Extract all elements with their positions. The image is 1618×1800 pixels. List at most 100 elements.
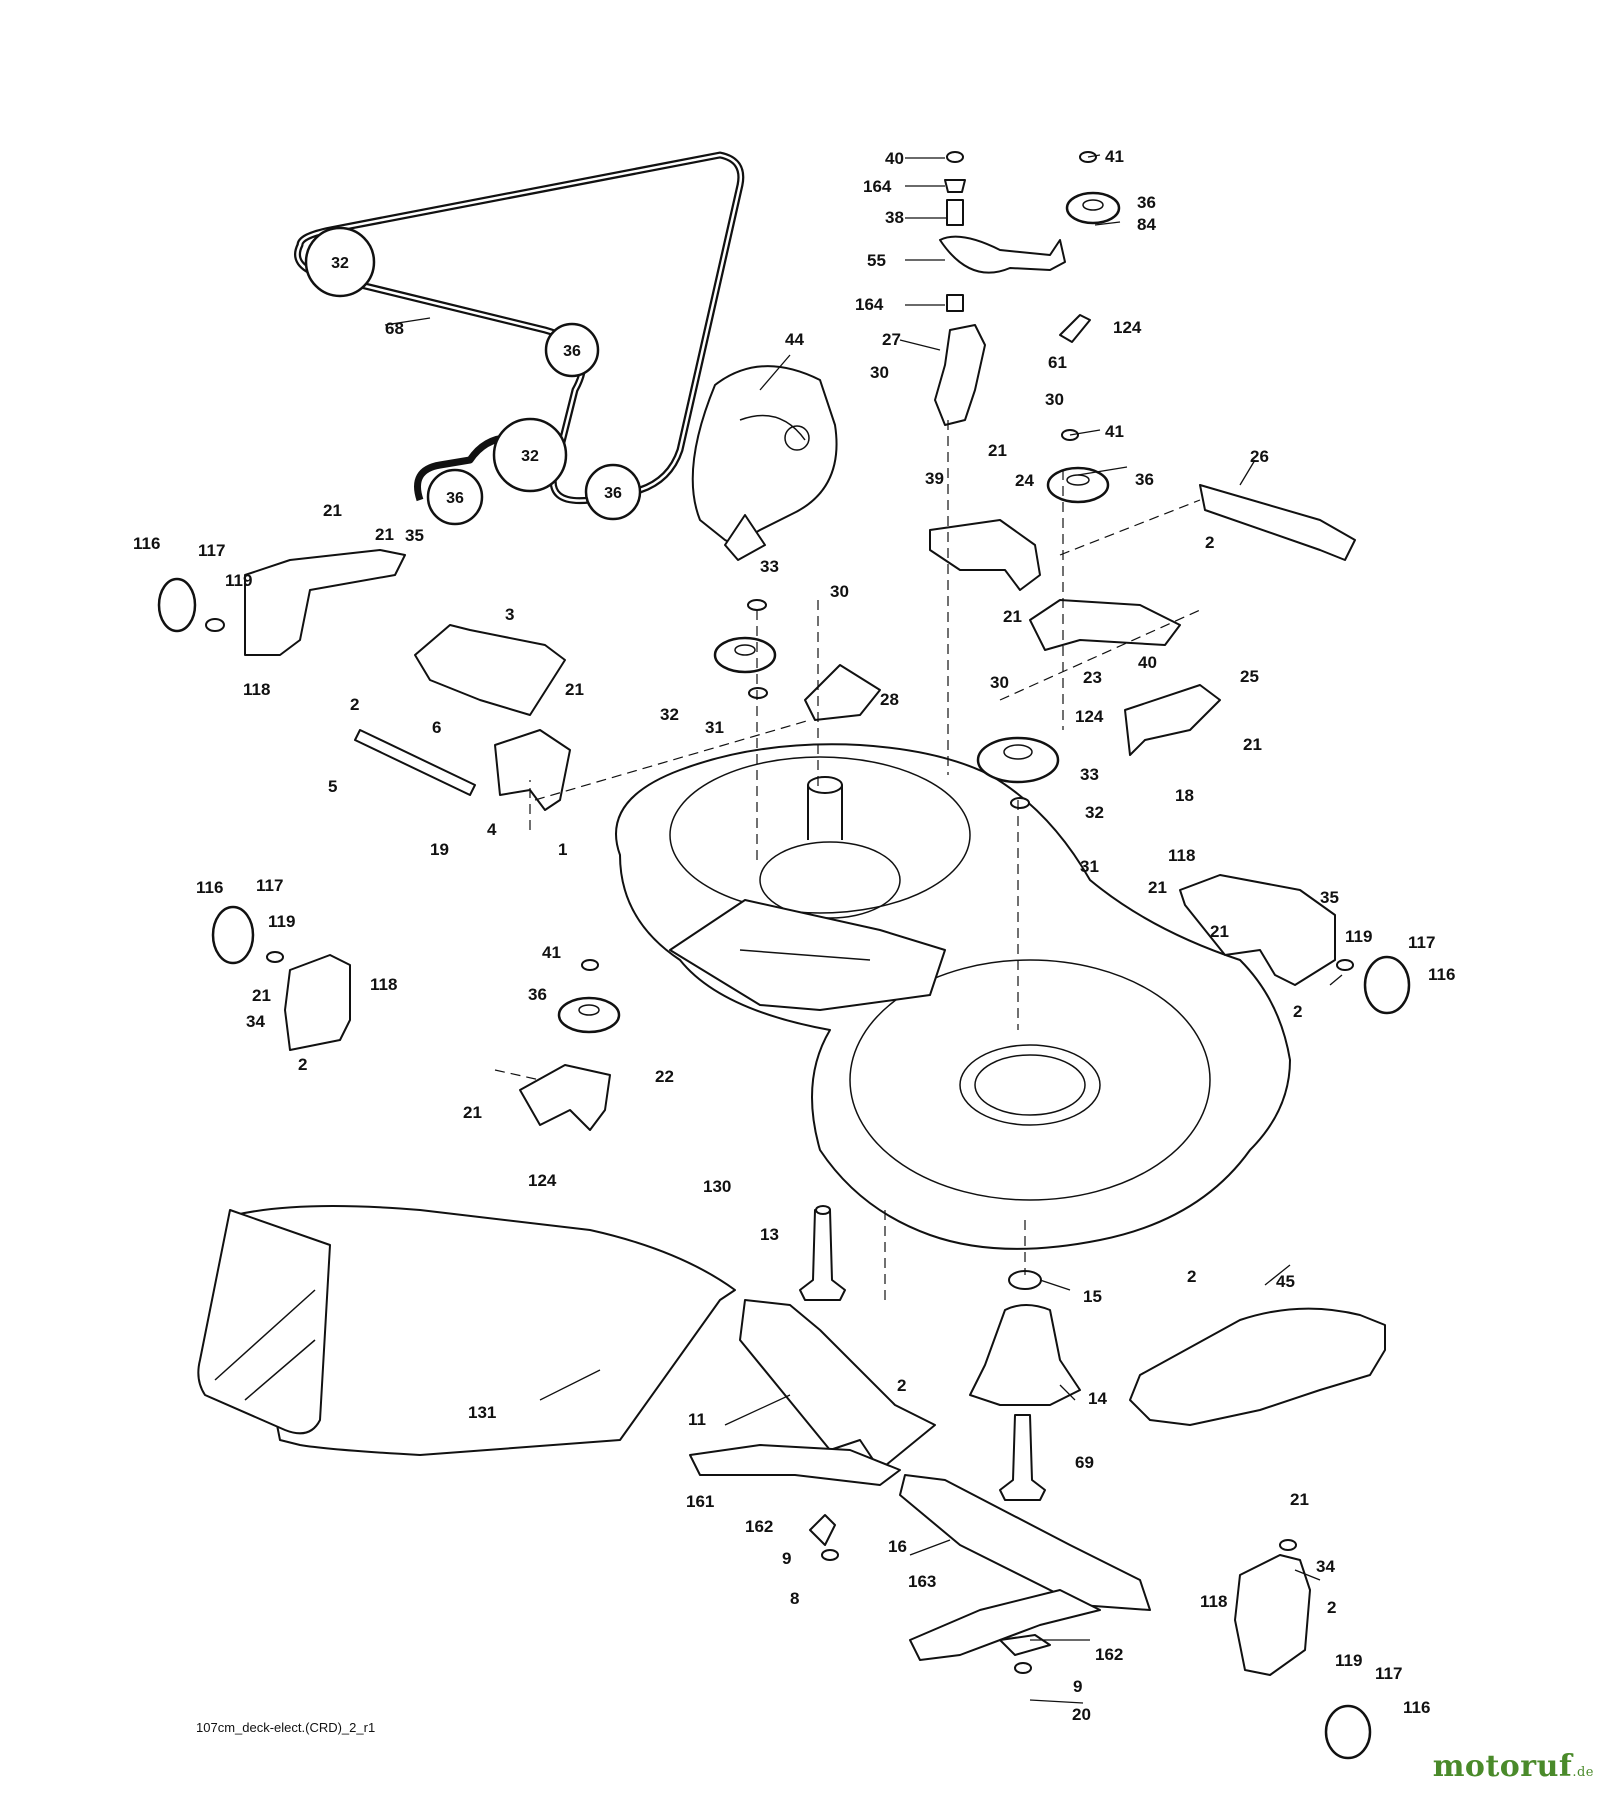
- belt-label-32-center: 32: [521, 448, 539, 465]
- callout-117-d: 117: [1375, 1664, 1402, 1683]
- callout-164-mid: 164: [855, 295, 884, 314]
- callout-116-a: 116: [1428, 965, 1455, 984]
- callout-30-d: 30: [990, 673, 1009, 692]
- callout-117-a: 117: [1408, 933, 1435, 952]
- callout-15: 15: [1083, 1287, 1102, 1306]
- drive-belt-assembly: 32 36 32 36 36: [294, 151, 745, 526]
- callout-117-c: 117: [256, 876, 283, 895]
- callout-119-a: 119: [1345, 927, 1372, 946]
- callout-116-d: 116: [1403, 1698, 1430, 1717]
- callout-162-a: 162: [745, 1517, 773, 1536]
- callout-44: 44: [785, 330, 804, 349]
- right-gauge-wheel: [1179, 874, 1411, 1015]
- callout-20: 20: [1072, 1705, 1091, 1724]
- brand-watermark: motoruf.de: [1433, 1749, 1594, 1784]
- callout-131: 131: [468, 1403, 496, 1422]
- callout-16: 16: [888, 1537, 907, 1556]
- callout-34-a: 34: [246, 1012, 265, 1031]
- callout-164-top: 164: [863, 177, 892, 196]
- callout-36-mid: 36: [1135, 470, 1154, 489]
- callout-21-e: 21: [1210, 922, 1229, 941]
- callout-21-c: 21: [1243, 735, 1262, 754]
- callout-11: 11: [688, 1410, 706, 1429]
- callout-19: 19: [430, 840, 449, 859]
- callout-2-b: 2: [350, 695, 359, 714]
- callout-4: 4: [487, 820, 497, 839]
- callout-6: 6: [432, 718, 441, 737]
- belt-label-36-mid: 36: [563, 343, 581, 360]
- spindles-and-blades: [689, 1205, 1151, 1674]
- callout-39: 39: [925, 469, 944, 488]
- callout-40-b: 40: [1138, 653, 1157, 672]
- callout-22: 22: [655, 1067, 674, 1086]
- callout-38: 38: [885, 208, 904, 227]
- callout-35-b: 35: [405, 526, 424, 545]
- callout-1: 1: [558, 840, 567, 859]
- callout-31-b: 31: [1080, 857, 1099, 876]
- callout-163: 163: [908, 1572, 936, 1591]
- deck-left-chamber: [669, 756, 971, 914]
- callout-118-b: 118: [243, 680, 270, 699]
- callout-2-c: 2: [1293, 1002, 1302, 1021]
- lower-right-gauge-wheel: [1234, 1539, 1372, 1760]
- callout-124-b: 124: [1075, 707, 1104, 726]
- callout-33-a: 33: [760, 557, 779, 576]
- callout-119-b: 119: [225, 571, 252, 590]
- left-brackets: [157, 549, 571, 811]
- mower-deck: [615, 743, 1291, 1250]
- callout-32-a: 32: [660, 705, 679, 724]
- callout-34-b: 34: [1316, 1557, 1335, 1576]
- callout-24: 24: [1015, 471, 1034, 490]
- callout-26: 26: [1250, 447, 1269, 466]
- belt-label-36-left: 36: [446, 490, 464, 507]
- callout-162-b: 162: [1095, 1645, 1123, 1664]
- callout-numbers: 40 164 38 55 164 27 30 30 61 41 36 84 12…: [133, 147, 1455, 1724]
- callout-40-top: 40: [885, 149, 904, 168]
- callout-118-d: 118: [1200, 1592, 1227, 1611]
- callout-30-b: 30: [1045, 390, 1064, 409]
- callout-55: 55: [867, 251, 886, 270]
- callout-21-f: 21: [463, 1103, 482, 1122]
- callout-116-c: 116: [196, 878, 223, 897]
- callout-13: 13: [760, 1225, 779, 1244]
- callout-2-f: 2: [897, 1376, 906, 1395]
- callout-119-c: 119: [268, 912, 295, 931]
- callout-119-d: 119: [1335, 1651, 1362, 1670]
- callout-31-a: 31: [705, 718, 724, 737]
- belt-pulley-36-right: [584, 463, 642, 521]
- callout-21-b: 21: [1003, 607, 1022, 626]
- discharge-chute: [197, 1205, 736, 1456]
- center-pulley-bracket: [519, 959, 621, 1131]
- callout-35-a: 35: [1320, 888, 1339, 907]
- callout-41-mid: 41: [1105, 422, 1124, 441]
- callout-130: 130: [703, 1177, 731, 1196]
- belt-label-32-top: 32: [331, 255, 349, 272]
- callout-3: 3: [505, 605, 514, 624]
- brand-name: motoruf: [1432, 1749, 1573, 1784]
- callout-2-d: 2: [298, 1055, 307, 1074]
- callout-69: 69: [1075, 1453, 1094, 1472]
- callout-45: 45: [1276, 1272, 1295, 1291]
- callout-21-h: 21: [375, 525, 394, 544]
- callout-21-j: 21: [252, 986, 271, 1005]
- callout-5: 5: [328, 777, 337, 796]
- idler-arm-assembly: [934, 151, 1121, 504]
- callout-9-a: 9: [782, 1549, 791, 1568]
- assembly-lines: [494, 420, 1201, 1300]
- callout-84: 84: [1137, 215, 1156, 234]
- callout-32-b: 32: [1085, 803, 1104, 822]
- callout-161: 161: [686, 1492, 714, 1511]
- callout-28: 28: [880, 690, 899, 709]
- callout-27: 27: [882, 330, 901, 349]
- callout-61: 61: [1048, 353, 1067, 372]
- callout-116-b: 116: [133, 534, 160, 553]
- callout-2-a: 2: [1205, 533, 1214, 552]
- callout-21-d: 21: [1148, 878, 1167, 897]
- callout-9-b: 9: [1073, 1677, 1082, 1696]
- brand-suffix: .de: [1572, 1765, 1594, 1780]
- callout-36-b: 36: [528, 985, 547, 1004]
- callout-118-c: 118: [370, 975, 397, 994]
- callout-2-g: 2: [1327, 1598, 1336, 1617]
- callout-14: 14: [1088, 1389, 1107, 1408]
